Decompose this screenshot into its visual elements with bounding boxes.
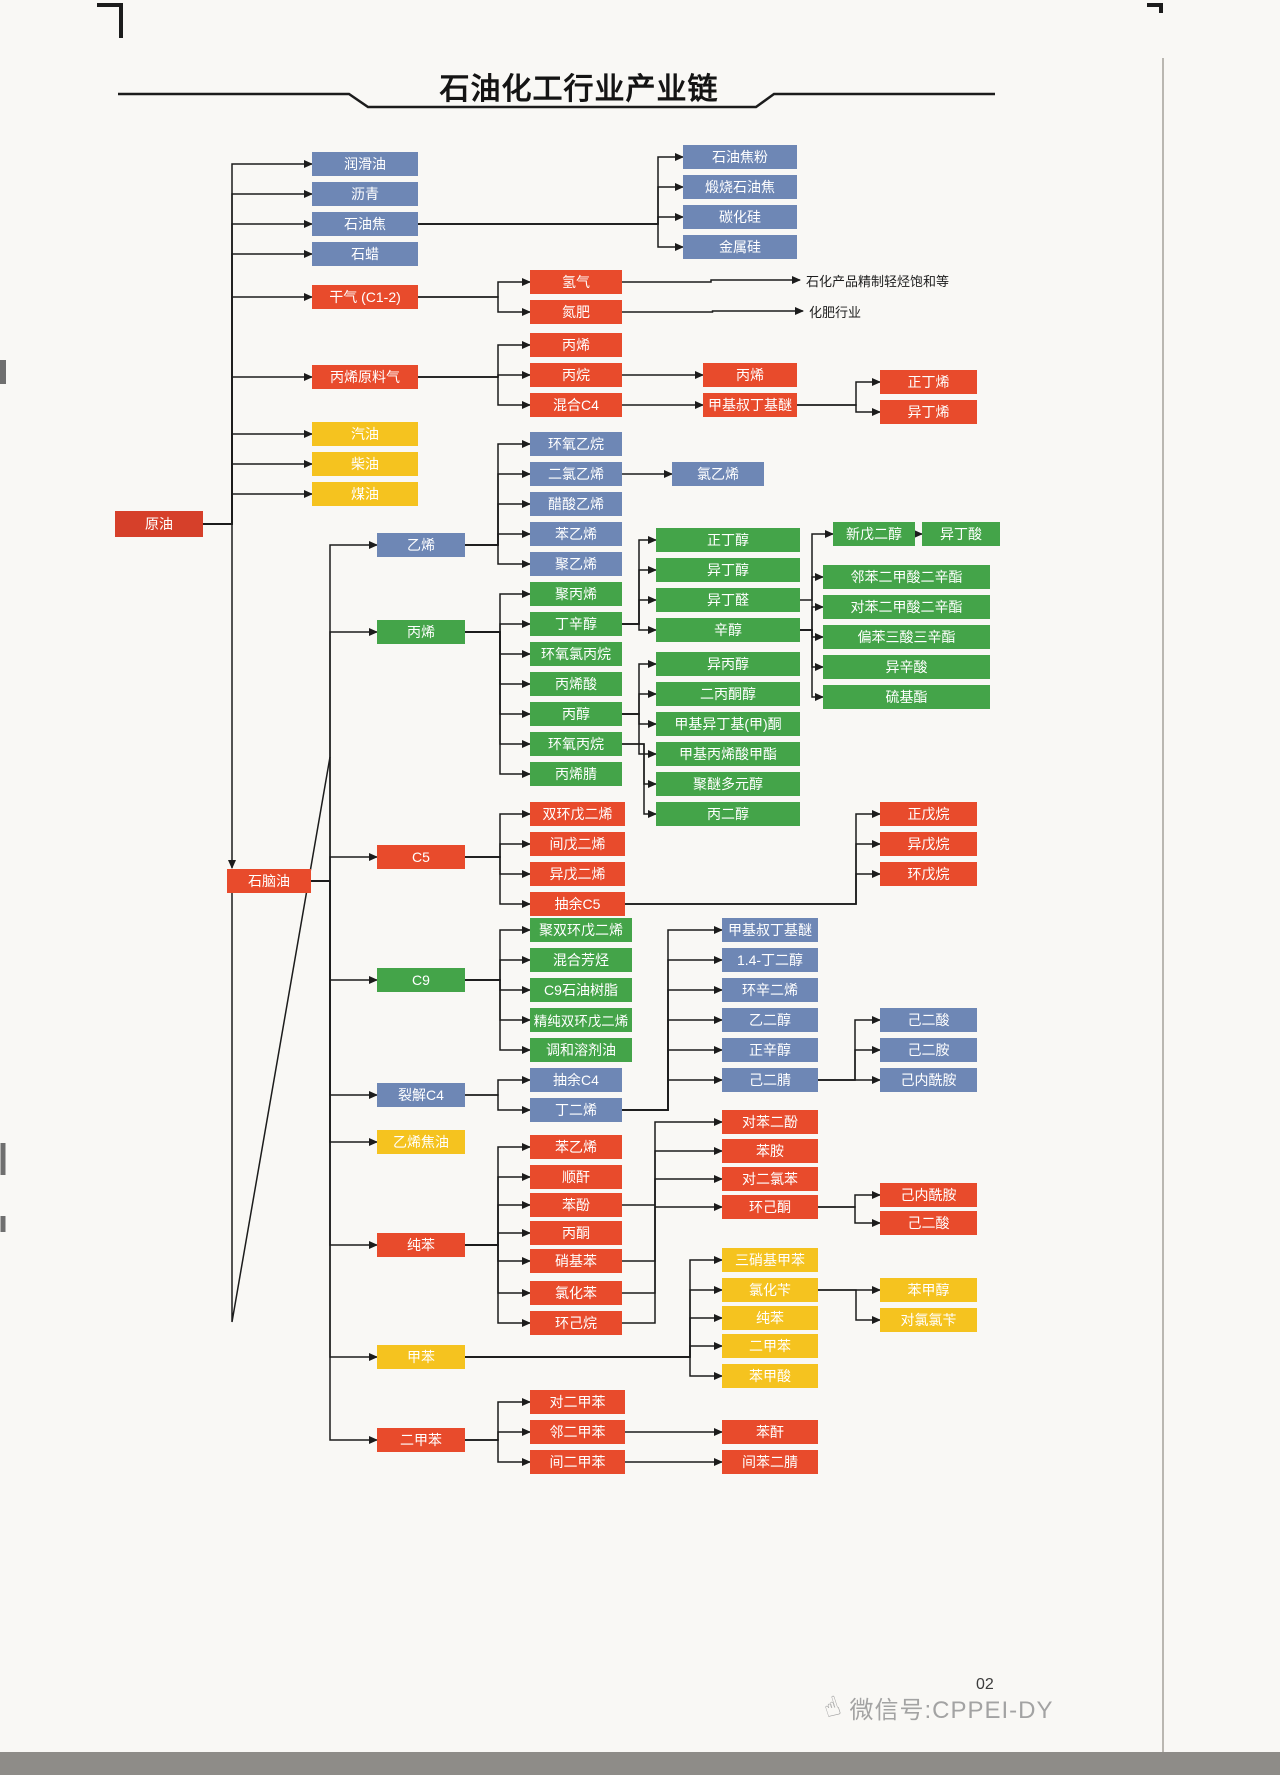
edge-line bbox=[465, 1439, 531, 1466]
edge-line bbox=[465, 1076, 531, 1096]
edge-line bbox=[465, 1428, 531, 1441]
watermark-text: 微信号:CPPEI-DY bbox=[849, 1697, 1054, 1724]
edge-line bbox=[418, 278, 531, 298]
edge-line bbox=[311, 880, 378, 1249]
decorative-line bbox=[97, 3, 123, 38]
edge-line bbox=[800, 530, 834, 601]
edge-line bbox=[203, 373, 313, 525]
edge-line bbox=[311, 880, 378, 1099]
edge-line bbox=[465, 956, 531, 981]
edge-line bbox=[418, 183, 684, 225]
edge-line bbox=[818, 1046, 881, 1081]
edge-line bbox=[797, 378, 881, 406]
edge-line bbox=[311, 880, 378, 1444]
edge-line bbox=[465, 926, 531, 981]
edge-line bbox=[622, 713, 657, 758]
edge-line bbox=[622, 1147, 723, 1262]
edge-line bbox=[203, 490, 313, 525]
edge-line bbox=[622, 956, 723, 1111]
edge-line bbox=[465, 979, 531, 994]
edge-line bbox=[622, 596, 657, 625]
edge-line bbox=[418, 223, 684, 251]
edge-line bbox=[418, 296, 531, 316]
watermark: ☝ 微信号:CPPEI-DY bbox=[820, 1690, 1054, 1725]
edge-line bbox=[311, 880, 378, 984]
edge-line bbox=[203, 430, 313, 525]
edge-line bbox=[311, 853, 378, 882]
edge-line bbox=[622, 690, 657, 715]
edge-line bbox=[797, 404, 881, 416]
edge-line bbox=[203, 160, 313, 525]
hand-icon: ☝ bbox=[819, 1690, 846, 1724]
edge-line bbox=[465, 1094, 531, 1114]
decorative-line bbox=[118, 92, 995, 109]
edge-line bbox=[465, 1342, 723, 1358]
edge-line bbox=[625, 840, 881, 905]
edge-line bbox=[622, 1118, 723, 1206]
edge-line bbox=[418, 213, 684, 225]
edge-line bbox=[622, 276, 801, 284]
edge-line bbox=[203, 293, 313, 525]
edge-line bbox=[203, 523, 236, 869]
edge-line bbox=[622, 307, 804, 315]
page-title: 石油化工行业产业链 bbox=[439, 73, 719, 106]
edge-line bbox=[800, 603, 824, 631]
edge-line bbox=[465, 1314, 723, 1358]
edge-line bbox=[622, 1016, 723, 1111]
edge-line bbox=[625, 810, 881, 905]
edge-line bbox=[622, 743, 657, 818]
edge-line bbox=[311, 541, 378, 882]
edge-line bbox=[465, 856, 531, 878]
edge-line bbox=[622, 1175, 723, 1294]
edge-line bbox=[465, 590, 531, 633]
edge-line bbox=[465, 631, 531, 718]
edge-line bbox=[622, 1076, 723, 1111]
edge-line bbox=[311, 880, 378, 1361]
edge-line bbox=[311, 628, 378, 882]
edge-line bbox=[465, 1356, 723, 1380]
edge-line bbox=[465, 530, 531, 546]
edge-line bbox=[622, 623, 657, 634]
edge-line bbox=[465, 1256, 723, 1358]
scan-bottom-bar bbox=[0, 1752, 1280, 1775]
edge-line bbox=[203, 250, 313, 525]
edge-line bbox=[465, 620, 531, 633]
edge-line bbox=[418, 341, 531, 378]
edge-line bbox=[465, 856, 531, 908]
edge-line bbox=[465, 979, 531, 1054]
edge-line bbox=[465, 810, 531, 858]
edge-line bbox=[465, 979, 531, 1024]
edge-line bbox=[465, 840, 531, 858]
decorative-line bbox=[231, 756, 331, 1323]
edge-line bbox=[625, 870, 881, 905]
edge-line bbox=[818, 1206, 881, 1227]
edge-line bbox=[465, 631, 531, 748]
edge-line bbox=[465, 631, 531, 778]
edge-line bbox=[203, 220, 313, 525]
decorative-line bbox=[1147, 3, 1163, 13]
edge-line bbox=[465, 1229, 531, 1246]
edge-line bbox=[465, 631, 531, 658]
edge-line bbox=[311, 880, 378, 1146]
edge-line bbox=[800, 629, 824, 701]
edge-line bbox=[418, 376, 531, 409]
edge-line bbox=[818, 1289, 881, 1324]
page-number: 02 bbox=[976, 1676, 994, 1693]
edge-line bbox=[465, 631, 531, 688]
edge-line bbox=[203, 190, 313, 525]
edge-line bbox=[465, 1244, 531, 1327]
edge-line bbox=[818, 1191, 881, 1208]
edge-line bbox=[465, 544, 531, 568]
edge-line bbox=[418, 153, 684, 225]
edge-line bbox=[622, 1203, 723, 1324]
